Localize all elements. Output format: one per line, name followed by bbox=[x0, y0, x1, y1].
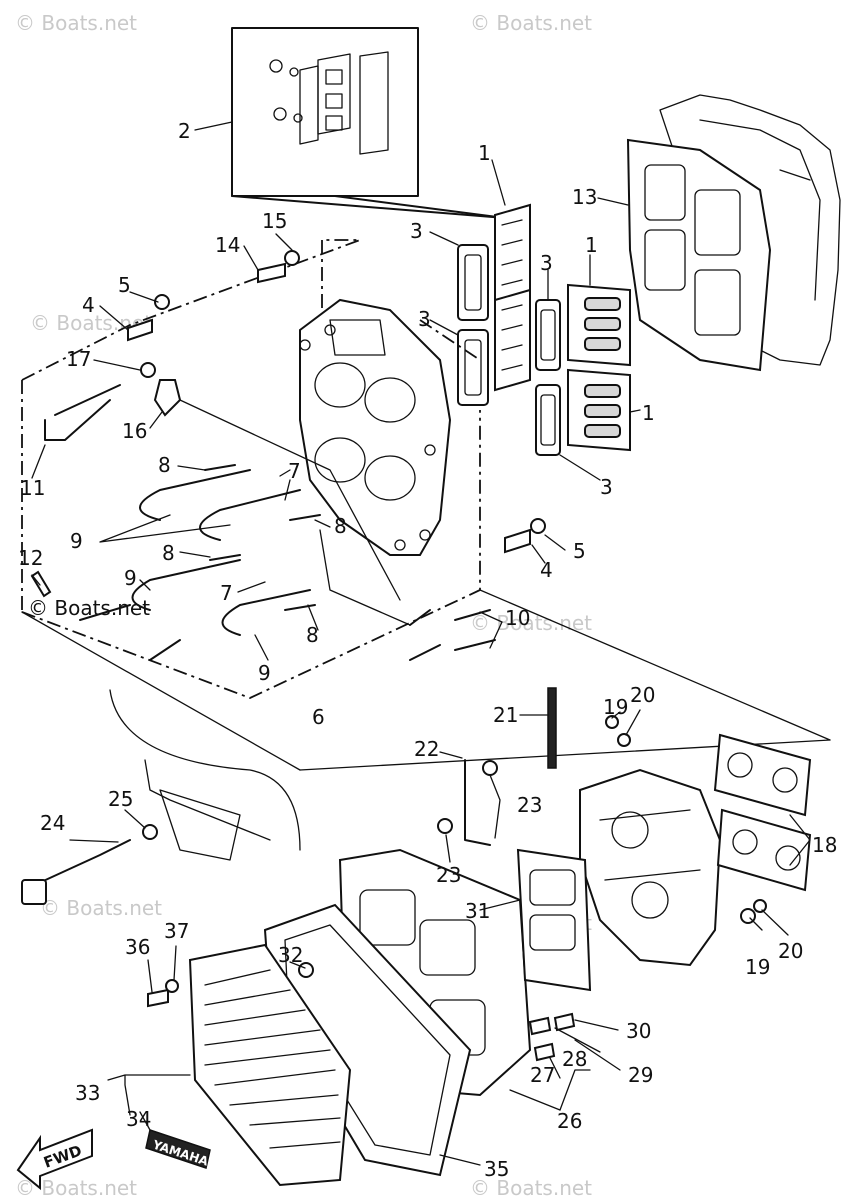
callout-5: 5 bbox=[118, 273, 131, 297]
callout-29: 29 bbox=[628, 1063, 653, 1087]
callout-3: 3 bbox=[540, 251, 553, 275]
callout-17: 17 bbox=[66, 347, 91, 371]
callout-33: 33 bbox=[75, 1081, 100, 1105]
callout-1: 1 bbox=[585, 233, 598, 257]
callout-6: 6 bbox=[312, 705, 325, 729]
watermark-text: © Boats.net bbox=[40, 896, 162, 920]
callout-19: 19 bbox=[603, 695, 628, 719]
brand-badge: YAMAHA bbox=[145, 1129, 211, 1169]
callout-32: 32 bbox=[278, 943, 303, 967]
callout-4: 4 bbox=[540, 558, 553, 582]
callout-37: 37 bbox=[164, 919, 189, 943]
callout-26: 26 bbox=[557, 1109, 582, 1133]
callout-4: 4 bbox=[82, 293, 95, 317]
gasket-13 bbox=[626, 138, 772, 372]
callout-8: 8 bbox=[334, 514, 347, 538]
callout-24: 24 bbox=[40, 811, 65, 835]
reed-valve-assemblies bbox=[494, 203, 631, 452]
callout-9: 9 bbox=[124, 566, 137, 590]
callout-labels: 2 1 13 3 15 14 1 3 5 4 3 17 1 16 8 7 3 1… bbox=[18, 119, 837, 1181]
callout-35: 35 bbox=[484, 1157, 509, 1181]
carburetor-assembly bbox=[547, 687, 812, 967]
callout-9: 9 bbox=[258, 661, 271, 685]
leader-lines bbox=[31, 121, 811, 1166]
callout-27: 27 bbox=[530, 1063, 555, 1087]
watermark-text: © Boats.net bbox=[15, 11, 137, 35]
reed-valve-inset bbox=[231, 27, 506, 219]
silencer-assembly bbox=[338, 759, 592, 1097]
callout-3: 3 bbox=[600, 475, 613, 499]
callout-23: 23 bbox=[436, 863, 461, 887]
callout-21: 21 bbox=[493, 703, 518, 727]
hardware bbox=[30, 250, 546, 598]
callout-8: 8 bbox=[306, 623, 319, 647]
callout-2: 2 bbox=[178, 119, 191, 143]
callout-5: 5 bbox=[573, 539, 586, 563]
callout-16: 16 bbox=[122, 419, 147, 443]
lower-bracket bbox=[21, 759, 271, 905]
hoses-and-fittings bbox=[44, 379, 496, 661]
callout-3: 3 bbox=[410, 219, 423, 243]
watermark-text: © Boats.net bbox=[470, 11, 592, 35]
callout-23: 23 bbox=[517, 793, 542, 817]
callout-30: 30 bbox=[626, 1019, 651, 1043]
silencer-cover bbox=[147, 903, 472, 1187]
callout-7: 7 bbox=[288, 459, 301, 483]
intake-manifold bbox=[299, 298, 452, 556]
callout-3: 3 bbox=[418, 307, 431, 331]
callout-20: 20 bbox=[630, 683, 655, 707]
callout-10: 10 bbox=[505, 606, 530, 630]
callout-19: 19 bbox=[745, 955, 770, 979]
callout-7: 7 bbox=[220, 581, 233, 605]
watermark-text-dark: © Boats.net bbox=[28, 596, 150, 620]
callout-11: 11 bbox=[20, 476, 45, 500]
callout-36: 36 bbox=[125, 935, 150, 959]
callout-1: 1 bbox=[642, 401, 655, 425]
watermark-text: © Boats.net bbox=[470, 611, 592, 635]
callout-20: 20 bbox=[778, 939, 803, 963]
reed-gaskets bbox=[457, 244, 561, 456]
callout-34: 34 bbox=[126, 1107, 151, 1131]
callout-28: 28 bbox=[562, 1047, 587, 1071]
callout-12: 12 bbox=[18, 546, 43, 570]
callout-31: 31 bbox=[465, 899, 490, 923]
watermark-text: © Boats.net bbox=[470, 1176, 592, 1200]
callout-15: 15 bbox=[262, 209, 287, 233]
callout-22: 22 bbox=[414, 737, 439, 761]
callout-14: 14 bbox=[215, 233, 240, 257]
callout-13: 13 bbox=[572, 185, 597, 209]
callout-18: 18 bbox=[812, 833, 837, 857]
callout-8: 8 bbox=[162, 541, 175, 565]
callout-8: 8 bbox=[158, 453, 171, 477]
callout-1: 1 bbox=[478, 141, 491, 165]
callout-25: 25 bbox=[108, 787, 133, 811]
callout-9: 9 bbox=[70, 529, 83, 553]
hose-kit-outline bbox=[21, 239, 481, 699]
